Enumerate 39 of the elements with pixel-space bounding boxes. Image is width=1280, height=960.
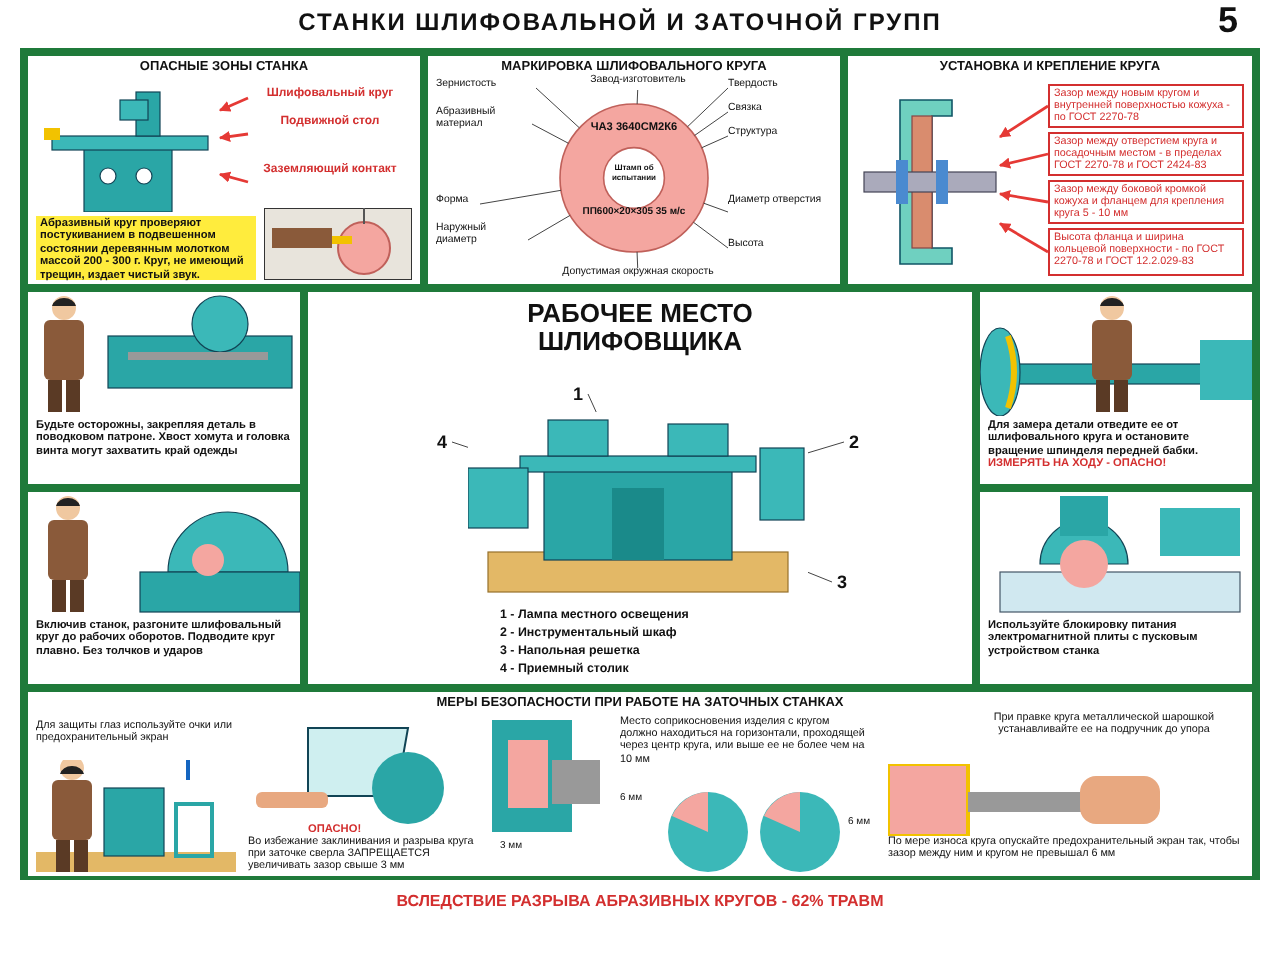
page-number: 5 bbox=[1215, 0, 1240, 44]
callout-number: 1 bbox=[568, 384, 588, 404]
leader-line bbox=[807, 441, 845, 454]
panel-heading: РАБОЧЕЕ МЕСТО ШЛИФОВЩИКА bbox=[525, 296, 755, 358]
leader-line bbox=[636, 89, 639, 105]
leader-line bbox=[527, 214, 571, 241]
leader-line bbox=[807, 571, 833, 583]
warning-caption: ВСЛЕДСТВИЕ РАЗРЫВА АБРАЗИВНЫХ КРУГОВ - 62% ТРАВМ bbox=[394, 892, 886, 914]
panel bbox=[980, 292, 1252, 484]
arrow bbox=[219, 96, 249, 112]
panel bbox=[848, 56, 1252, 284]
leader-line bbox=[694, 111, 729, 136]
leader-line bbox=[587, 393, 597, 413]
panel bbox=[28, 692, 1252, 876]
panel bbox=[28, 56, 420, 284]
arrow bbox=[218, 130, 249, 142]
panel bbox=[28, 492, 300, 684]
poster-title: СТАНКИ ШЛИФОВАЛЬНОЙ И ЗАТОЧНОЙ ГРУПП bbox=[296, 8, 944, 40]
leader-line bbox=[686, 87, 729, 128]
leader-line bbox=[479, 189, 562, 205]
leader-line bbox=[692, 221, 729, 249]
leader-line bbox=[703, 202, 729, 213]
panel bbox=[28, 292, 300, 484]
panel bbox=[428, 56, 840, 284]
leader-line bbox=[451, 441, 469, 448]
panel bbox=[308, 292, 972, 684]
panel bbox=[980, 492, 1252, 684]
callout-number: 3 bbox=[832, 572, 852, 592]
arrow bbox=[999, 104, 1049, 139]
arrow bbox=[998, 152, 1049, 169]
arrow bbox=[999, 222, 1049, 254]
callout-number: 2 bbox=[844, 432, 864, 452]
leader-line bbox=[701, 135, 729, 149]
callout-number: 4 bbox=[432, 432, 452, 452]
leader-line bbox=[535, 87, 580, 129]
leader-line bbox=[531, 123, 570, 144]
leader-line bbox=[636, 251, 639, 269]
arrow bbox=[218, 171, 249, 184]
arrow bbox=[998, 190, 1049, 204]
